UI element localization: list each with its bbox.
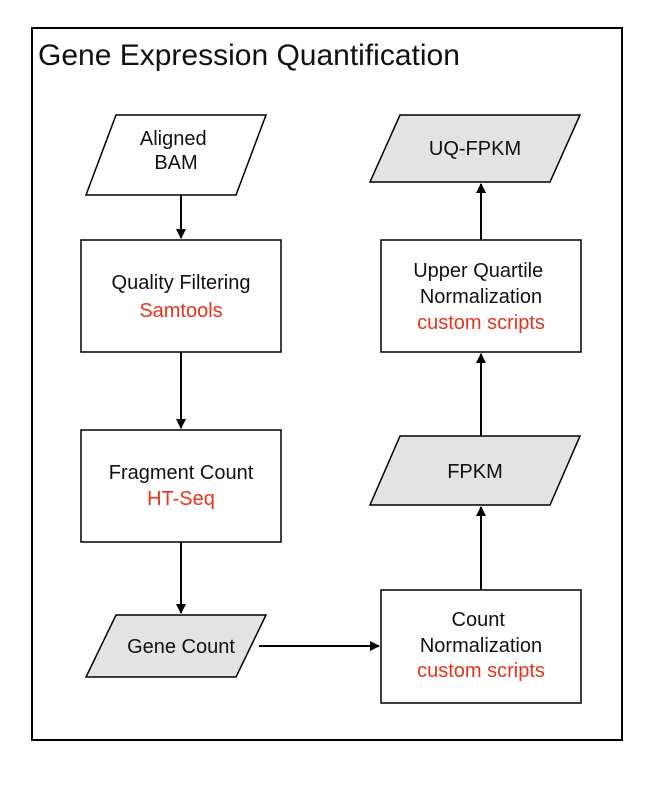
fragment-count-tool: HT-Seq bbox=[147, 488, 215, 510]
quality-filtering-label: Quality Filtering bbox=[112, 272, 251, 294]
quality-filtering-node: Quality Filtering Samtools bbox=[80, 239, 282, 353]
count-normalization-tool-line: custom scripts bbox=[417, 660, 545, 682]
gene-count-node: Gene Count bbox=[84, 614, 268, 678]
count-normalization-label: Count Normalization bbox=[420, 609, 542, 657]
upper-quartile-normalization-line-2: Normalization bbox=[420, 286, 542, 308]
fpkm-node: FPKM bbox=[368, 435, 582, 506]
upper-quartile-normalization-box bbox=[380, 239, 582, 353]
upper-quartile-normalization-node: Upper Quartile Normalization custom scri… bbox=[380, 239, 582, 353]
count-normalization-node: Count Normalization custom scripts bbox=[380, 589, 582, 704]
gene-count-line-1: Gene Count bbox=[127, 636, 235, 658]
fragment-count-box bbox=[80, 429, 282, 543]
fragment-count-line-1: Fragment Count bbox=[109, 462, 254, 484]
diagram-title: Gene Expression Quantification bbox=[38, 39, 460, 72]
fpkm-line-1: FPKM bbox=[447, 461, 503, 483]
gene-count-label: Gene Count bbox=[127, 636, 235, 658]
fragment-count-node: Fragment Count HT-Seq bbox=[80, 429, 282, 543]
aligned-bam-label: Aligned BAM bbox=[140, 128, 212, 174]
uq-fpkm-node: UQ-FPKM bbox=[368, 114, 582, 183]
aligned-bam-line-2: BAM bbox=[154, 152, 197, 174]
fragment-count-label: Fragment Count bbox=[109, 462, 254, 484]
quality-filtering-tool: Samtools bbox=[139, 300, 222, 322]
count-normalization-line-2: Normalization bbox=[420, 635, 542, 657]
gene-count-shape bbox=[84, 614, 268, 678]
count-normalization-box bbox=[380, 589, 582, 704]
upper-quartile-normalization-tool: custom scripts bbox=[417, 312, 545, 334]
aligned-bam-node: Aligned BAM bbox=[84, 114, 268, 196]
fragment-count-tool-line: HT-Seq bbox=[147, 488, 215, 510]
quality-filtering-tool-line: Samtools bbox=[139, 300, 222, 322]
quality-filtering-box bbox=[80, 239, 282, 353]
uq-fpkm-label: UQ-FPKM bbox=[429, 138, 521, 160]
upper-quartile-normalization-label: Upper Quartile Normalization bbox=[413, 260, 549, 308]
fpkm-shape bbox=[368, 435, 582, 506]
count-normalization-tool: custom scripts bbox=[417, 660, 545, 682]
aligned-bam-shape bbox=[84, 114, 268, 196]
count-normalization-line-1: Count bbox=[452, 609, 506, 631]
upper-quartile-normalization-line-1: Upper Quartile bbox=[413, 260, 543, 282]
uq-fpkm-shape bbox=[368, 114, 582, 183]
quality-filtering-line-1: Quality Filtering bbox=[112, 272, 251, 294]
upper-quartile-normalization-tool-line: custom scripts bbox=[417, 312, 545, 334]
uq-fpkm-line-1: UQ-FPKM bbox=[429, 138, 521, 160]
aligned-bam-line-1: Aligned bbox=[140, 128, 207, 150]
fpkm-label: FPKM bbox=[447, 461, 503, 483]
